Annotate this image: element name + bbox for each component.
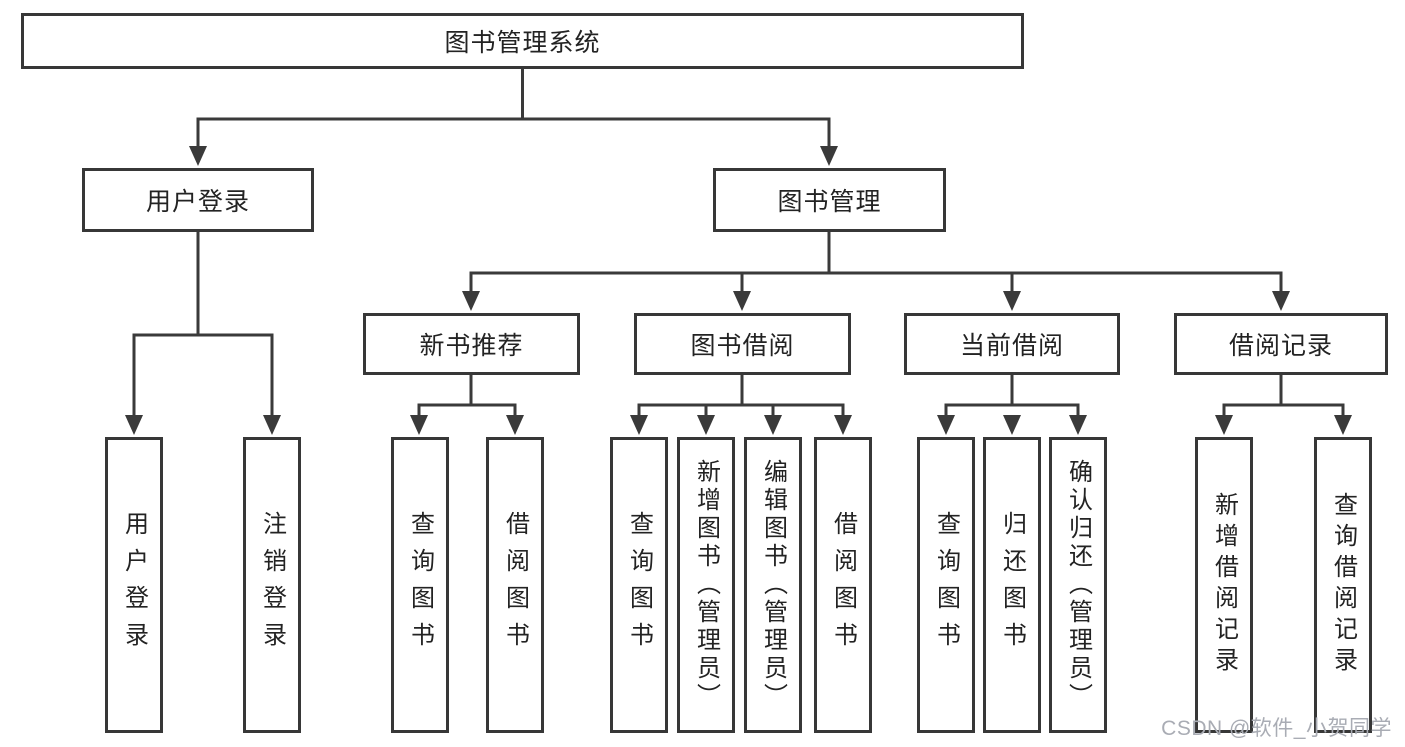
csdn-watermark: CSDN @软件_小贺同学 — [1161, 717, 1392, 740]
leaf-add-borrow-record: 新增借阅记录 — [1195, 437, 1253, 733]
leaf-confirm-return-admin: 确认归还（管理员） — [1049, 437, 1107, 733]
node-current-borrowing: 当前借阅 — [904, 313, 1120, 375]
leaf-borrow-books-recommend: 借阅图书 — [486, 437, 544, 733]
leaf-query-books-current: 查询图书 — [917, 437, 975, 733]
leaf-query-borrow-record: 查询借阅记录 — [1314, 437, 1372, 733]
leaf-query-books-recommend: 查询图书 — [391, 437, 449, 733]
leaf-logout: 注销登录 — [243, 437, 301, 733]
leaf-borrow-books-borrowing: 借阅图书 — [814, 437, 872, 733]
node-borrowing-records: 借阅记录 — [1174, 313, 1388, 375]
arrowheads — [125, 146, 1352, 435]
node-book-management-system: 图书管理系统 — [21, 13, 1024, 69]
leaf-user-login: 用户登录 — [105, 437, 163, 733]
tree-edges — [132, 69, 1345, 418]
node-user-login: 用户登录 — [82, 168, 314, 232]
leaf-return-books: 归还图书 — [983, 437, 1041, 733]
node-new-book-recommendation: 新书推荐 — [363, 313, 580, 375]
node-book-borrowing: 图书借阅 — [634, 313, 851, 375]
leaf-query-books-borrowing: 查询图书 — [610, 437, 668, 733]
leaf-add-books-admin: 新增图书（管理员） — [677, 437, 735, 733]
node-book-management: 图书管理 — [713, 168, 946, 232]
leaf-edit-books-admin: 编辑图书（管理员） — [744, 437, 802, 733]
